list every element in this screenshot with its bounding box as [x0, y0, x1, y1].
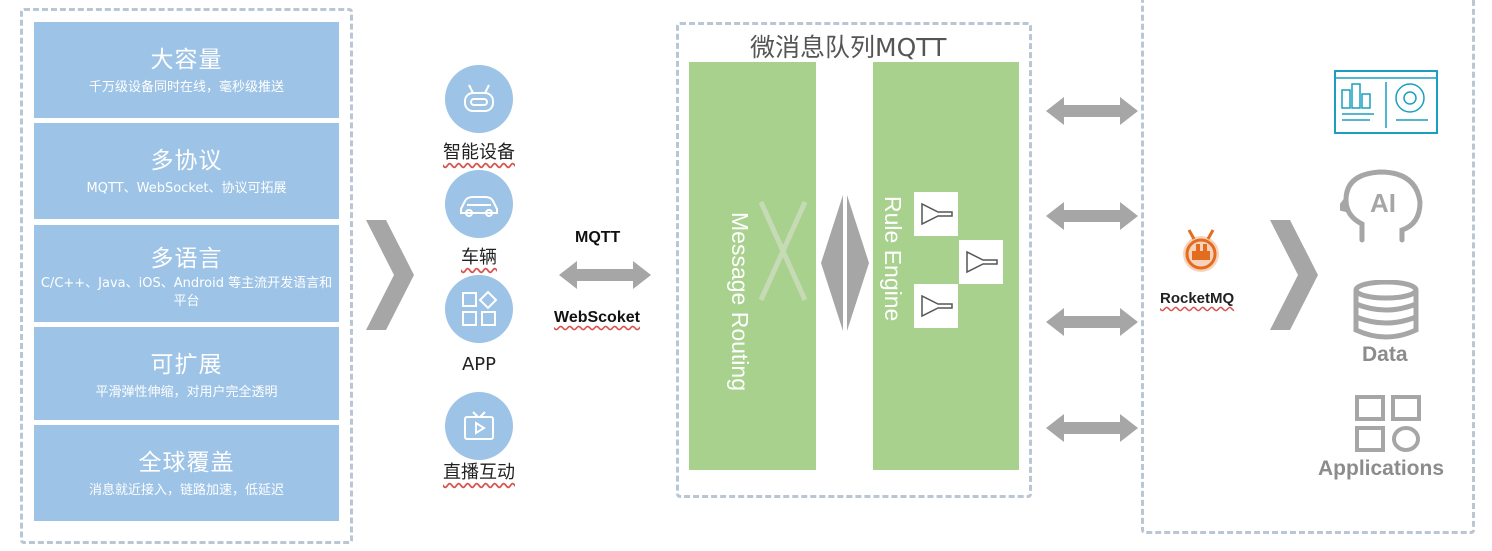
cross-arrows-icon [758, 200, 808, 302]
feature-title: 多语言 [150, 246, 223, 272]
feature-title: 可扩展 [150, 352, 223, 378]
feature-desc: MQTT、WebSocket、协议可拓展 [86, 181, 287, 196]
rocketmq-logo-icon [1183, 229, 1219, 272]
message-routing-label: Message Routing [727, 212, 753, 391]
ai-head-icon: AI [1340, 169, 1423, 243]
filter-box [959, 240, 1003, 284]
svg-text:AI: AI [1370, 188, 1396, 218]
data-label: Data [1362, 343, 1408, 366]
device-circle-app [445, 275, 513, 343]
message-routing-column [689, 62, 816, 470]
feature-desc: C/C++、Java、iOS、Android 等主流开发语言和平台 [40, 276, 333, 309]
rocketmq-label: RocketMQ [1160, 290, 1235, 307]
device-label: APP [461, 354, 497, 375]
feature-title: 大容量 [150, 47, 223, 73]
protocol-mqtt-label: MQTT [575, 229, 621, 246]
double-arrow-icon [1046, 308, 1138, 336]
mqtt-panel [676, 22, 1032, 498]
feature-languages: 多语言 C/C++、Java、iOS、Android 等主流开发语言和平台 [34, 225, 339, 322]
double-arrow-icon [1046, 414, 1138, 442]
device-label: 车辆 [461, 247, 497, 268]
filter-icon [921, 202, 953, 226]
device-circle-car [445, 170, 513, 238]
filter-box [914, 284, 958, 328]
filter-icon [921, 294, 953, 318]
device-label: 智能设备 [443, 142, 515, 163]
feature-title: 全球覆盖 [138, 450, 235, 476]
database-icon [1353, 280, 1419, 340]
device-circle-live [445, 392, 513, 460]
feature-desc: 平滑弹性伸缩，对用户完全透明 [95, 385, 278, 400]
device-circle-smart [445, 65, 513, 133]
chevron-right-icon [366, 220, 414, 330]
feature-protocols: 多协议 MQTT、WebSocket、协议可拓展 [34, 123, 339, 219]
feature-desc: 消息就近接入，链路加速，低延迟 [88, 483, 284, 498]
car-icon [460, 196, 498, 217]
mqtt-panel-title: 微消息队列MQTT [746, 28, 951, 64]
features-panel [20, 8, 353, 544]
bidirectional-chevron-icon [821, 195, 869, 331]
applications-label: Applications [1318, 457, 1445, 480]
applications-icon [1355, 395, 1421, 452]
feature-scalable: 可扩展 平滑弹性伸缩，对用户完全透明 [34, 327, 339, 420]
feature-title: 多协议 [150, 148, 223, 174]
app-grid-icon [462, 290, 498, 326]
double-arrow-icon [1046, 202, 1138, 230]
double-arrow-icon [1046, 97, 1138, 125]
chevron-right-icon [1270, 220, 1318, 330]
device-label: 直播互动 [443, 462, 515, 483]
filter-box [914, 192, 958, 236]
double-arrow-icon [559, 261, 651, 289]
feature-capacity: 大容量 千万级设备同时在线，毫秒级推送 [34, 22, 339, 118]
feature-desc: 千万级设备同时在线，毫秒级推送 [88, 80, 284, 95]
dashboard-icon [1334, 70, 1438, 134]
tv-icon [464, 411, 494, 440]
filter-icon [966, 250, 998, 274]
feature-global: 全球覆盖 消息就近接入，链路加速，低延迟 [34, 425, 339, 521]
protocol-websocket-label: WebScoket [554, 309, 640, 326]
rule-engine-label: Rule Engine [880, 196, 906, 322]
robot-icon [464, 84, 494, 112]
outputs-panel [1141, 0, 1475, 534]
